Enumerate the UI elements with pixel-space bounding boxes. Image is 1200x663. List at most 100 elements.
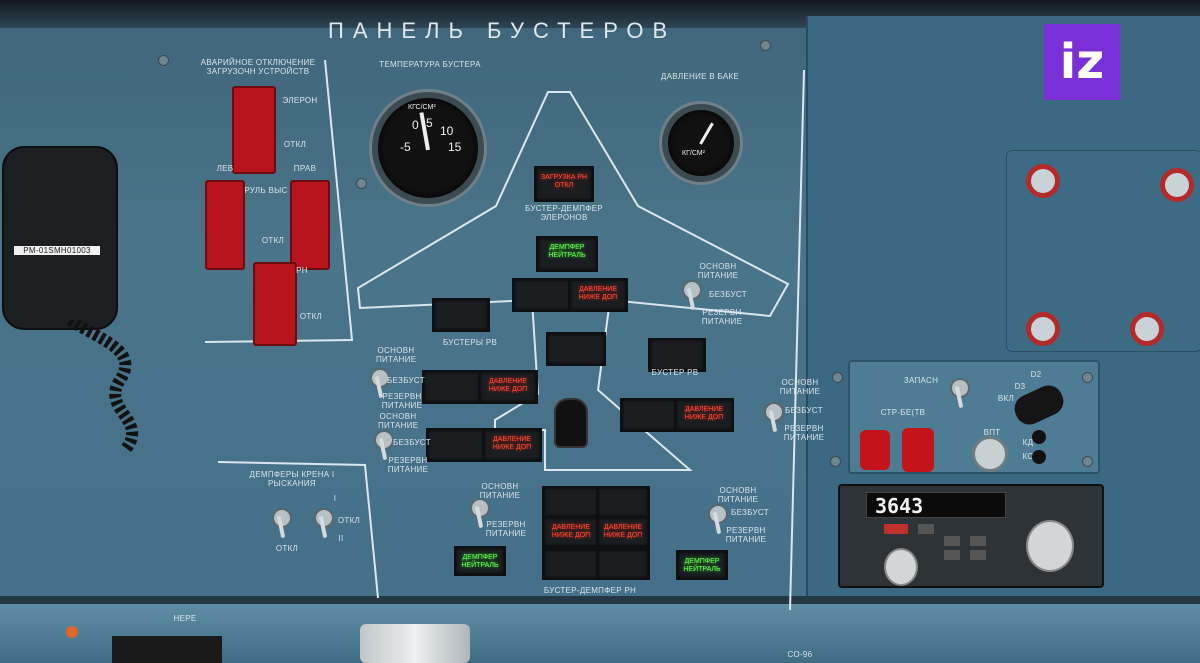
bottom-drum-knob[interactable]	[360, 624, 470, 663]
left-section-title: АВАРИЙНОЕ ОТКЛЮЧЕНИЕ ЗАГРУЗОЧН УСТРОЙСТВ	[200, 58, 316, 76]
osnov-label: ОСНОВН ПИТАНИЕ	[376, 346, 417, 364]
ann-damper-neutral-top: ДЕМПФЕР НЕЙТРАЛЬ	[536, 236, 598, 272]
nav-label-vkl: ВКЛ	[997, 394, 1015, 403]
booster-temp-gauge: -5 0 5 10 15 КГС/СМ²	[372, 92, 484, 204]
radio-key[interactable]	[970, 550, 986, 560]
plate-knob-1[interactable]	[1026, 164, 1060, 198]
gauge-tick: 10	[440, 124, 454, 138]
ann-damper-neutral-right: ДЕМПФЕР НЕЙТРАЛЬ	[676, 550, 728, 580]
toggle-switch-3[interactable]	[682, 280, 702, 300]
bezbust-label: БЕЗБУСТ	[393, 438, 431, 447]
screw	[158, 55, 169, 66]
lev-label: ЛЕВ	[216, 164, 234, 173]
rezerv-label: РЕЗЕРВН ПИТАНИЕ	[725, 526, 767, 544]
red-indicator-light	[66, 626, 78, 638]
radio-key[interactable]	[944, 536, 960, 546]
ann-davlenie-6: ДАВЛЕНИЕ НИЖЕ ДОП	[596, 516, 650, 548]
toggle-switch-1[interactable]	[370, 368, 390, 388]
stb-label: СТР-БЕ(ТВ	[880, 408, 926, 417]
plate-knob-4[interactable]	[1130, 312, 1164, 346]
rezerv-label: РЕЗЕРВН ПИТАНИЕ	[387, 456, 429, 474]
booster-damper-eleron-label: БУСТЕР-ДЕМПФЕР ЭЛЕРОНОВ	[524, 204, 603, 222]
osnov-label: ОСНОВН ПИТАНИЕ	[479, 482, 521, 500]
left-elevator-guard[interactable]	[205, 180, 245, 270]
gauge-needle	[699, 122, 714, 145]
tank-pressure-gauge: КГ/СМ²	[662, 104, 740, 182]
bezbust-label: БЕЗБУСТ	[731, 508, 769, 517]
prav-label: ПРАВ	[293, 164, 317, 173]
brand-logo-text: iz	[1059, 34, 1105, 90]
nav-hole	[1032, 450, 1046, 464]
plate-knob-3[interactable]	[1026, 312, 1060, 346]
selector-knob[interactable]	[554, 398, 588, 448]
ann-dark-3	[546, 332, 606, 366]
mic-cord	[66, 320, 138, 454]
ann-dark-1	[512, 278, 572, 312]
radio-tune-knob-left[interactable]	[884, 548, 918, 586]
bezbust-label: БЕЗБУСТ	[387, 376, 425, 385]
nav-label-ks: КС	[1022, 452, 1034, 461]
right-elevator-guard[interactable]	[290, 180, 330, 270]
zapasn-toggle[interactable]	[950, 378, 970, 398]
booster-rv-right-label: БУСТЕР РВ	[651, 368, 699, 377]
osnov-label: ОСНОВН ПИТАНИЕ	[697, 262, 739, 280]
nav-label-d3: D3	[1014, 382, 1026, 391]
bottom-left-label: НЕРЕ	[173, 614, 197, 623]
damper-otkl-label-2: ОТКЛ	[275, 544, 299, 553]
screw	[356, 178, 367, 189]
rezerv-label: РЕЗЕРВН ПИТАНИЕ	[485, 520, 527, 538]
screw	[760, 40, 771, 51]
ann-dark-10	[542, 548, 600, 580]
ann-davlenie-5: ДАВЛЕНИЕ НИЖЕ ДОП	[542, 516, 600, 548]
booster-damper-rn-label: БУСТЕР-ДЕМПФЕР РН	[543, 586, 637, 595]
rul-vys-label: РУЛЬ ВЫС	[244, 186, 288, 195]
radio-tune-knob-right[interactable]	[1026, 520, 1074, 572]
boosters-rv-left-label: БУСТЕРЫ РВ	[442, 338, 498, 347]
screw	[1082, 372, 1093, 383]
panel-title: ПАНЕЛЬ БУСТЕРОВ	[328, 18, 677, 43]
red-knob-2[interactable]	[902, 428, 934, 472]
radio-key-red[interactable]	[884, 524, 908, 534]
gauge-tick: 0	[412, 118, 419, 132]
eleron-cutoff-guard[interactable]	[232, 86, 276, 174]
damper-otkl-label: ОТКЛ	[337, 516, 361, 525]
ann-davlenie-3: ДАВЛЕНИЕ НИЖЕ ДОП	[674, 398, 734, 432]
gauge-unit: КГ/СМ²	[682, 150, 705, 157]
microphone[interactable]	[2, 146, 118, 330]
ann-dark-4	[648, 338, 706, 372]
ann-dark-2	[432, 298, 490, 332]
rezerv-label: РЕЗЕРВН ПИТАНИЕ	[381, 392, 423, 410]
ann-davlenie-2: ДАВЛЕНИЕ НИЖЕ ДОП	[478, 370, 538, 404]
ann-damper-neutral-left: ДЕМПФЕР НЕЙТРАЛЬ	[454, 546, 506, 576]
radio-key[interactable]	[944, 550, 960, 560]
toggle-switch-4[interactable]	[764, 402, 784, 422]
rezerv-label: РЕЗЕРВН ПИТАНИЕ	[701, 308, 743, 326]
damper-kren-label: ДЕМПФЕРЫ КРЕНА І РЫСКАНИЯ	[249, 470, 335, 488]
otkl-label: ОТКЛ	[283, 140, 307, 149]
ann-dark-8	[542, 486, 600, 518]
damper-switch-2[interactable]	[314, 508, 334, 528]
ann-zagruz: ЗАГРУЗКА РН ОТКЛ	[534, 166, 594, 202]
damper-switch-1[interactable]	[272, 508, 292, 528]
pushbutton[interactable]	[972, 436, 1008, 472]
bezbust-label: БЕЗБУСТ	[709, 290, 747, 299]
plate-knob-2[interactable]	[1160, 168, 1194, 202]
ann-davlenie-1: ДАВЛЕНИЕ НИЖЕ ДОП	[568, 278, 628, 312]
eleron-label: ЭЛЕРОН	[282, 96, 318, 105]
rn-label: РН	[296, 266, 308, 275]
toggle-switch-6[interactable]	[708, 504, 728, 524]
rudder-cutoff-guard[interactable]	[253, 262, 297, 346]
radio-key[interactable]	[970, 536, 986, 546]
ann-davlenie-4: ДАВЛЕНИЕ НИЖЕ ДОП	[482, 428, 542, 462]
toggle-switch-5[interactable]	[470, 498, 490, 518]
ann-dark-7	[426, 428, 486, 462]
bottom-keypad	[112, 636, 222, 663]
toggle-switch-2[interactable]	[374, 430, 394, 450]
ann-dark-11	[596, 548, 650, 580]
radio-key[interactable]	[918, 524, 934, 534]
red-knob-1[interactable]	[860, 430, 890, 470]
frequency-readout: 3643	[875, 494, 924, 518]
ann-dark-9	[596, 486, 650, 518]
nav-label-d2: D2	[1030, 370, 1042, 379]
